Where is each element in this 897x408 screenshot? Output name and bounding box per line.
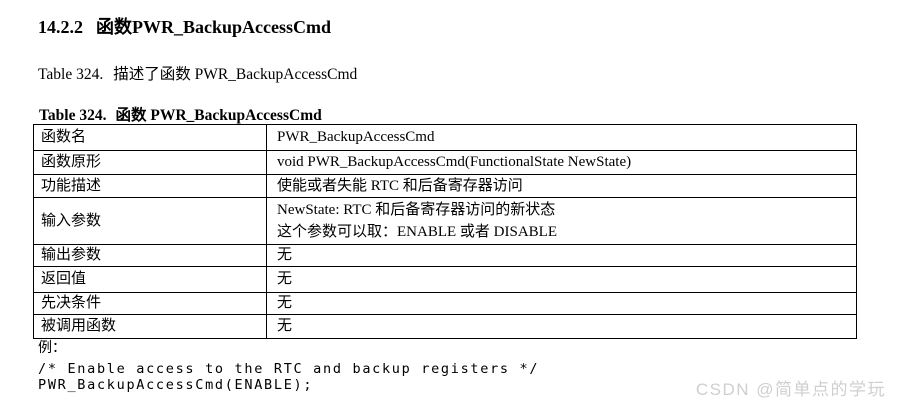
function-description-table: 函数名 PWR_BackupAccessCmd 函数原形 void PWR_Ba…	[33, 124, 857, 339]
example-label: 例：	[38, 341, 66, 356]
row-value: 使能或者失能 RTC 和后备寄存器访问	[266, 174, 857, 198]
row-label: 功能描述	[33, 174, 267, 198]
row-label: 返回值	[33, 266, 267, 293]
section-title: 函数PWR_BackupAccessCmd	[96, 17, 332, 37]
row-label: 输入参数	[33, 197, 267, 245]
row-label: 函数名	[33, 124, 267, 151]
table-caption-number: Table 324.	[39, 107, 107, 124]
table-caption-title: 函数 PWR_BackupAccessCmd	[115, 107, 322, 124]
code-comment-line: /* Enable access to the RTC and backup r…	[38, 361, 540, 377]
table-row: 输出参数 无	[33, 244, 857, 267]
code-call-line: PWR_BackupAccessCmd(ENABLE);	[38, 377, 314, 393]
intro-text: 描述了函数 PWR_BackupAccessCmd	[113, 66, 358, 83]
row-value: 无	[266, 244, 857, 267]
row-label: 被调用函数	[33, 314, 267, 339]
row-value: 无	[266, 266, 857, 293]
row-value-line: NewState: RTC 和后备寄存器访问的新状态	[277, 202, 556, 218]
table-row: 被调用函数 无	[33, 314, 857, 339]
table-row: 返回值 无	[33, 266, 857, 293]
intro-line: Table 324. 描述了函数 PWR_BackupAccessCmd	[38, 62, 357, 84]
table-row: 函数名 PWR_BackupAccessCmd	[33, 124, 857, 151]
csdn-watermark: CSDN @简单点的学玩	[695, 380, 886, 399]
intro-table-ref: Table 324.	[38, 66, 104, 83]
row-value: PWR_BackupAccessCmd	[266, 124, 857, 151]
row-value: 无	[266, 292, 857, 315]
row-value-line: 这个参数可以取：ENABLE 或者 DISABLE	[277, 224, 557, 240]
row-label: 先决条件	[33, 292, 267, 315]
table-row: 功能描述 使能或者失能 RTC 和后备寄存器访问	[33, 174, 857, 198]
section-number: 14.2.2	[38, 17, 83, 37]
row-value: void PWR_BackupAccessCmd(FunctionalState…	[266, 150, 857, 175]
section-heading: 14.2.2 函数PWR_BackupAccessCmd	[38, 13, 331, 39]
row-label: 函数原形	[33, 150, 267, 175]
row-value: NewState: RTC 和后备寄存器访问的新状态 这个参数可以取：ENABL…	[266, 197, 857, 245]
row-value: 无	[266, 314, 857, 339]
table-row: 函数原形 void PWR_BackupAccessCmd(Functional…	[33, 150, 857, 175]
table-row: 输入参数 NewState: RTC 和后备寄存器访问的新状态 这个参数可以取：…	[33, 197, 857, 245]
table-row: 先决条件 无	[33, 292, 857, 315]
example-section: 例： /* Enable access to the RTC and backu…	[38, 340, 539, 393]
row-label: 输出参数	[33, 244, 267, 267]
table-caption: Table 324. 函数 PWR_BackupAccessCmd	[39, 103, 322, 125]
